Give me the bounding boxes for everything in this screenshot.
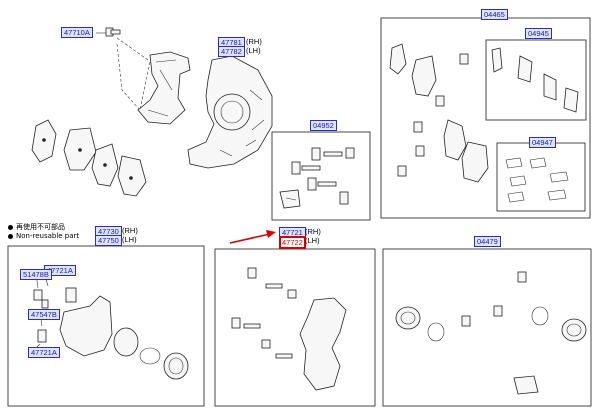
side-tag-rh: (RH) [246,37,262,46]
part-label-47547b[interactable]: 47547B [28,309,60,320]
part-label-04952[interactable]: 04952 [310,120,337,131]
legend-text-en: Non-reusable part [16,232,80,240]
part-label-04945[interactable]: 04945 [525,28,552,39]
part-label-47782[interactable]: 47782 [218,46,245,57]
legend-line-en: Non-reusable part [8,232,79,241]
part-label-47750[interactable]: 47750 [95,235,122,246]
side-tag-rh: (RH) [122,226,138,235]
shim-kit-icon [491,47,579,113]
nonreusable-dot-icon [8,233,13,239]
part-label-51478b[interactable]: 51478B [20,269,52,280]
side-tag-lh: (LH) [122,235,137,244]
part-label-47710a[interactable]: 47710A [61,27,93,38]
part-label-47721a-bottom[interactable]: 47721A [28,347,60,358]
caliper-mounting-icon [231,267,347,391]
box-cylinder-kit [382,248,592,407]
caliper-body-icon [33,287,189,380]
bolt-47710a-icon [105,27,121,37]
box-pad-clip-kit [496,142,586,212]
side-tag-lh: (LH) [305,236,320,245]
legend-line-jp: 再使用不可部品 [8,223,65,232]
side-tag-rh: (RH) [305,227,321,236]
pad-kit-icon [389,43,489,183]
part-label-04947[interactable]: 04947 [529,137,556,148]
side-tag-lh: (LH) [246,46,261,55]
box-guide-pin-kit [271,131,371,221]
part-label-47722-highlighted[interactable]: 47722 [279,236,306,249]
brake-pads-icon [31,119,147,197]
box-caliper-mounting [214,248,376,407]
box-caliper-assy [7,245,205,407]
part-label-04479[interactable]: 04479 [474,236,501,247]
cylinder-kit-icon [395,271,587,395]
part-label-04465[interactable]: 04465 [481,9,508,20]
box-pad-kit [380,17,591,219]
box-shim-kit [485,39,587,121]
red-pointer-arrow-icon [229,233,271,244]
legend-text-jp: 再使用不可部品 [16,223,65,231]
nonreusable-dot-icon [8,224,13,230]
caliper-bracket-icon [137,51,191,125]
pad-clip-kit-icon [505,157,569,203]
disc-dust-cover-icon [187,55,273,169]
red-arrowhead-icon [266,230,276,238]
guide-pin-kit-icon [279,147,355,209]
